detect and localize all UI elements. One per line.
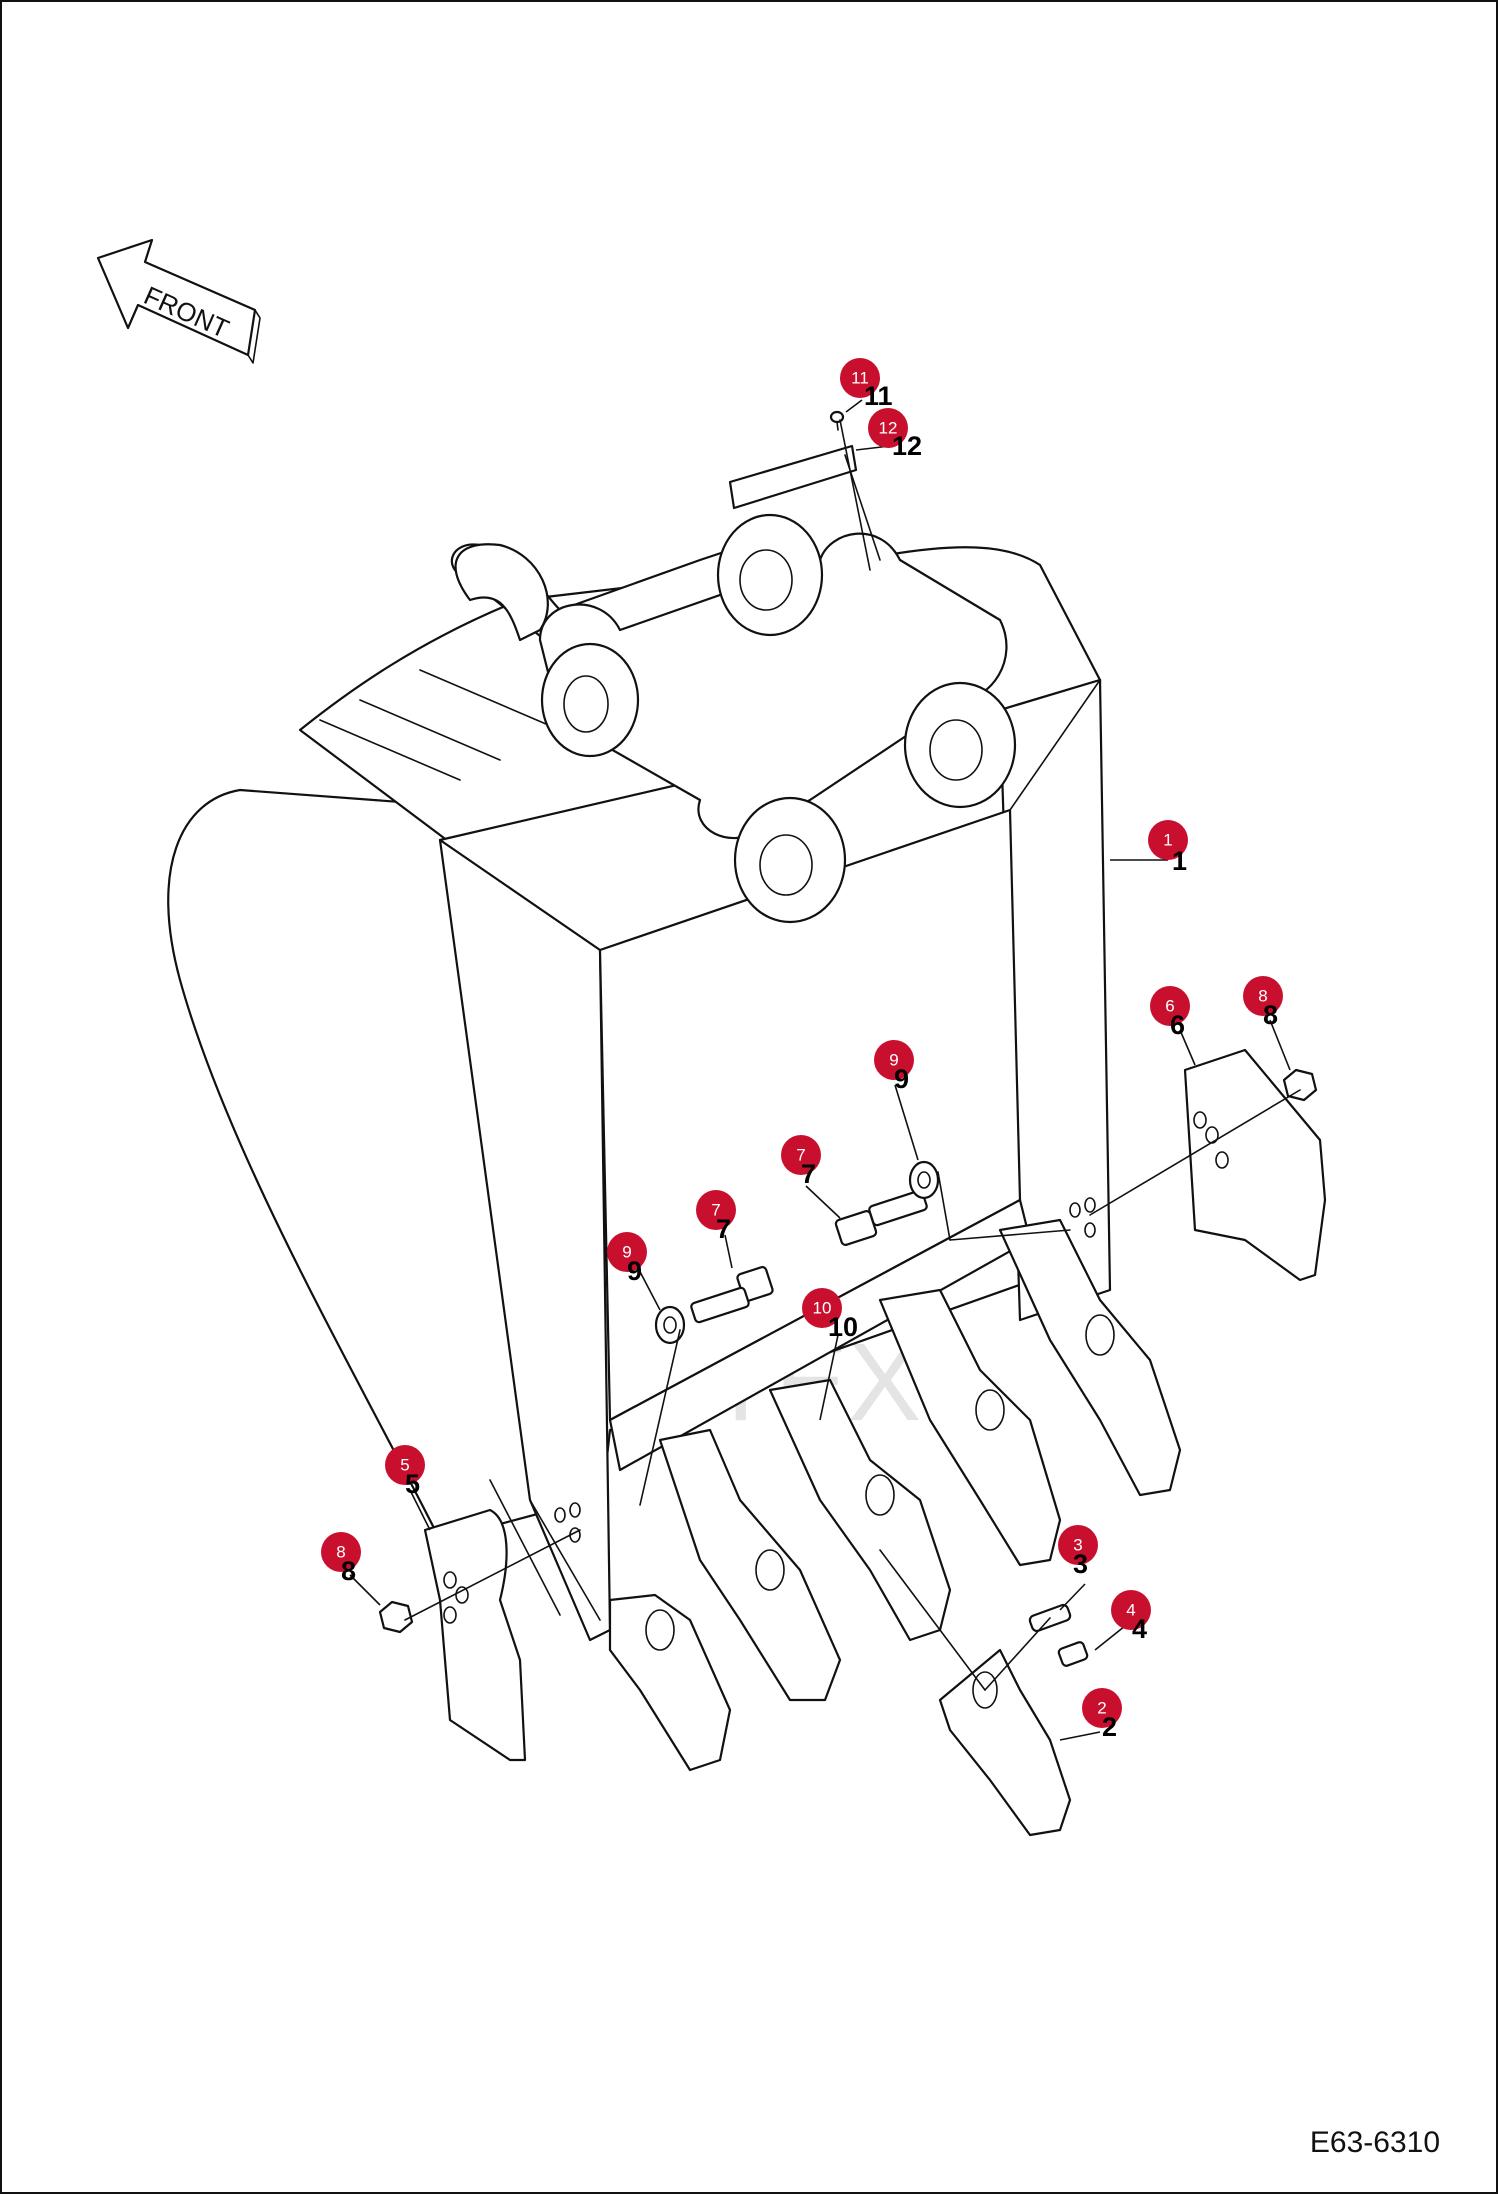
bucket-teeth bbox=[608, 1218, 1182, 1772]
callout-7-upper: 7 7 bbox=[781, 1135, 821, 1189]
callout-7-lower-number: 7 bbox=[716, 1214, 731, 1244]
callout-2-number: 2 bbox=[1102, 1712, 1117, 1742]
callout-12: 12 12 bbox=[868, 408, 922, 461]
callout-1: 1 1 bbox=[1148, 820, 1188, 876]
callout-12-marker-label: 12 bbox=[879, 419, 898, 438]
side-cutter-right bbox=[1183, 1048, 1327, 1282]
callout-9-left-number: 9 bbox=[627, 1256, 642, 1286]
washer-left bbox=[654, 1305, 686, 1345]
callout-4: 4 4 bbox=[1111, 1590, 1151, 1644]
side-cutter-left bbox=[423, 1508, 527, 1762]
callout-1-number: 1 bbox=[1172, 846, 1187, 876]
callout-11-marker-label: 11 bbox=[851, 369, 869, 388]
bolt-upper bbox=[834, 1189, 928, 1246]
pin-bosses bbox=[540, 513, 1017, 924]
callout-8-right: 8 8 bbox=[1243, 976, 1283, 1030]
assembly-lines bbox=[404, 419, 1301, 1691]
callout-7-lower: 7 7 bbox=[696, 1190, 736, 1244]
name-plate bbox=[728, 444, 858, 510]
washer-right bbox=[908, 1160, 940, 1200]
callout-9-left-marker-label: 9 bbox=[622, 1243, 631, 1262]
callout-9-right: 9 9 bbox=[874, 1040, 914, 1094]
callout-5-marker-label: 5 bbox=[400, 1456, 409, 1475]
callout-6-marker-label: 6 bbox=[1165, 997, 1174, 1016]
callout-3: 3 3 bbox=[1058, 1525, 1098, 1579]
callout-9-left: 9 9 bbox=[607, 1232, 647, 1286]
plate-screw bbox=[829, 410, 845, 431]
callout-8-left-number: 8 bbox=[341, 1556, 356, 1586]
callout-3-number: 3 bbox=[1073, 1549, 1088, 1579]
callout-7-upper-number: 7 bbox=[801, 1159, 816, 1189]
exploded-tooth bbox=[938, 1648, 1072, 1837]
mounting-holes bbox=[554, 1197, 1096, 1543]
callout-9-right-marker-label: 9 bbox=[889, 1051, 898, 1070]
pin-lock bbox=[1057, 1641, 1089, 1667]
callout-5: 5 5 bbox=[385, 1445, 425, 1499]
drawing-code: E63-6310 bbox=[1309, 2126, 1440, 2159]
nut-right bbox=[1282, 1068, 1318, 1102]
callout-9-right-number: 9 bbox=[894, 1064, 909, 1094]
callout-2-marker-label: 2 bbox=[1097, 1699, 1106, 1718]
callout-11-number: 11 bbox=[864, 381, 893, 411]
front-arrow: FRONT bbox=[96, 238, 261, 364]
callout-2: 2 2 bbox=[1082, 1688, 1122, 1742]
callout-8-right-number: 8 bbox=[1263, 1000, 1278, 1030]
callout-10-marker-label: 10 bbox=[813, 1299, 832, 1318]
callout-8-left: 8 8 bbox=[321, 1532, 361, 1586]
callout-3-marker-label: 3 bbox=[1073, 1536, 1082, 1555]
callout-6-number: 6 bbox=[1170, 1010, 1185, 1040]
nut-left bbox=[378, 1600, 414, 1634]
callout-12-number: 12 bbox=[892, 431, 922, 461]
callout-8-left-marker-label: 8 bbox=[336, 1543, 345, 1562]
callout-leaders bbox=[349, 399, 1291, 1741]
callout-10-number: 10 bbox=[828, 1312, 858, 1342]
callout-11: 11 11 bbox=[840, 358, 893, 411]
callout-7-upper-marker-label: 7 bbox=[796, 1146, 805, 1165]
callout-4-number: 4 bbox=[1132, 1614, 1147, 1644]
callout-10: 10 10 bbox=[802, 1288, 858, 1342]
callout-6: 6 6 bbox=[1150, 986, 1190, 1040]
callout-5-number: 5 bbox=[405, 1469, 420, 1499]
callout-4-marker-label: 4 bbox=[1126, 1601, 1135, 1620]
callout-1-marker-label: 1 bbox=[1163, 831, 1172, 850]
bolt-lower bbox=[690, 1265, 774, 1324]
callout-8-right-marker-label: 8 bbox=[1258, 987, 1267, 1006]
callout-7-lower-marker-label: 7 bbox=[711, 1201, 720, 1220]
